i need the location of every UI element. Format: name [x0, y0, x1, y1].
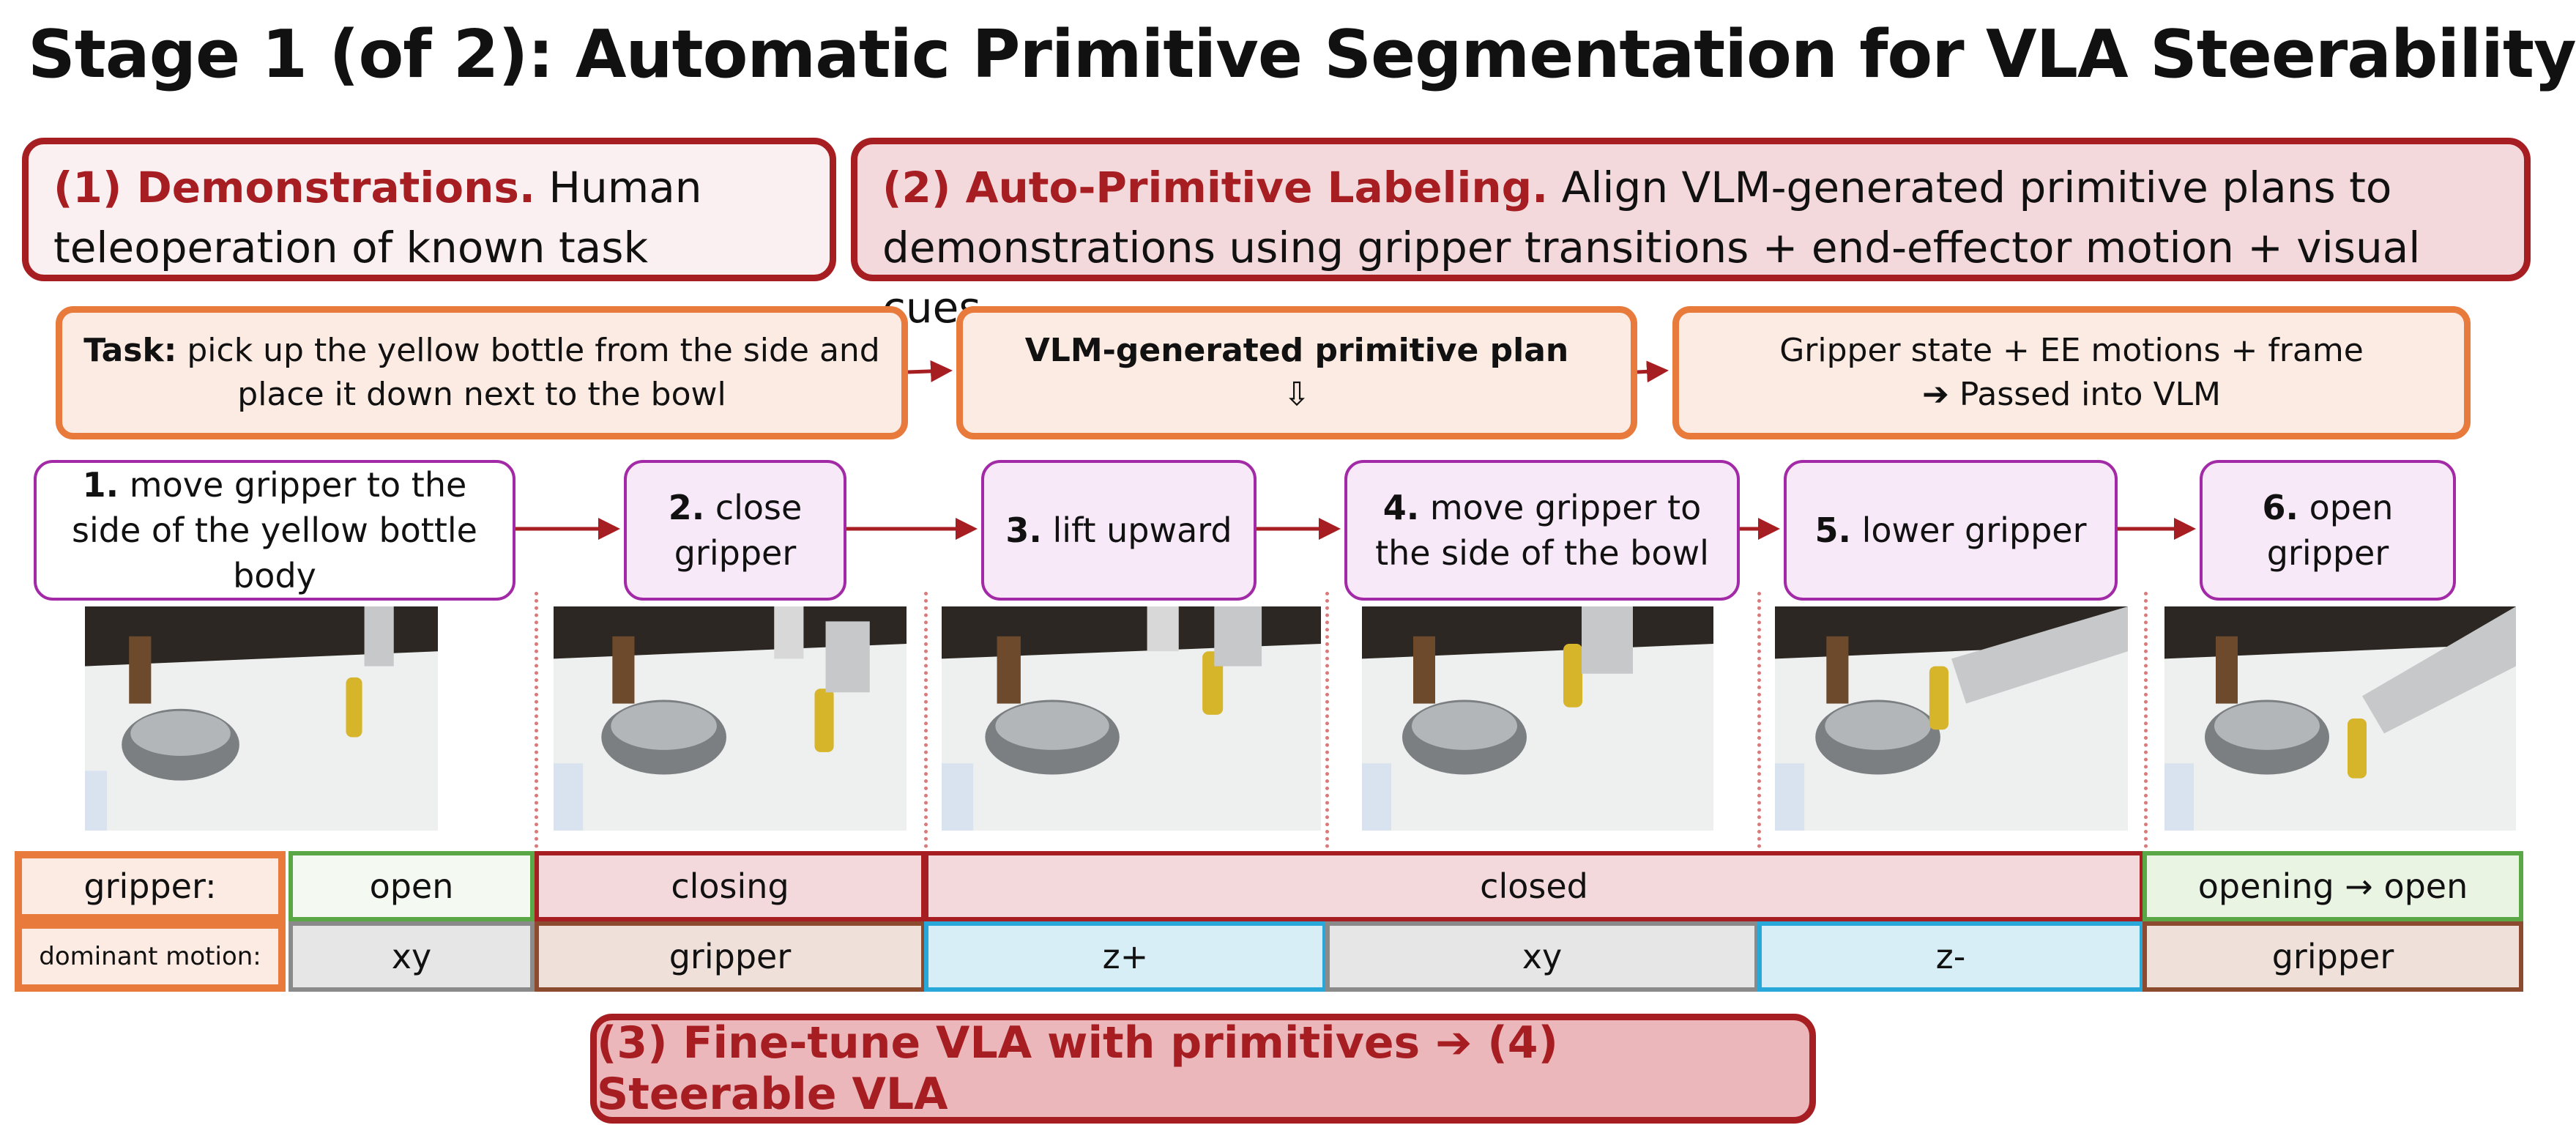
vlm-plan-box: VLM-generated primitive plan ⇩: [956, 306, 1637, 439]
gripper-cell-closing: closing: [535, 851, 926, 921]
primitive-step-5: 5. lower gripper: [1784, 460, 2118, 601]
gripper-row-label-text: gripper:: [83, 866, 217, 906]
gripper-cell-closed-text: closed: [1480, 866, 1588, 906]
primitive-step-6-text: open gripper: [2266, 488, 2394, 573]
frame-6-image: [2164, 606, 2516, 831]
frame-2-image: [554, 606, 907, 831]
divider-2: [924, 592, 928, 848]
gripper-cell-closing-text: closing: [671, 866, 789, 906]
task-text: pick up the yellow bottle from the side …: [187, 332, 880, 413]
primitive-step-2-text: close gripper: [674, 488, 803, 573]
primitive-step-5-text: lower gripper: [1861, 511, 2087, 550]
task-box: Task: pick up the yellow bottle from the…: [56, 306, 908, 439]
primitive-step-3-number: 3.: [1005, 511, 1042, 550]
gripper-state-box: Gripper state + EE motions + frame ➔ Pas…: [1672, 306, 2471, 439]
gripper-cell-opening-text: opening → open: [2197, 866, 2468, 906]
primitive-step-4-text: move gripper to the side of the bowl: [1375, 488, 1709, 573]
gripper-state-line2: ➔ Passed into VLM: [1921, 376, 2222, 413]
motion-cell-xy-1: xy: [289, 921, 535, 992]
demonstrations-box: (1) Demonstrations. Human teleoperation …: [22, 138, 836, 281]
frame-5-image: [1775, 606, 2128, 831]
motion-cell-xy-1-text: xy: [391, 937, 432, 976]
frame-4-image: [1362, 606, 1713, 831]
motion-cell-zplus: z+: [924, 921, 1327, 992]
primitive-step-3-text: lift upward: [1052, 511, 1232, 550]
auto-labeling-label: (2) Auto-Primitive Labeling.: [882, 163, 1549, 212]
gripper-cell-opening: opening → open: [2143, 851, 2523, 921]
gripper-cell-open-text: open: [369, 866, 454, 906]
gripper-row-label: gripper:: [15, 851, 286, 921]
motion-cell-zminus-text: z-: [1935, 937, 1966, 976]
primitive-step-6-number: 6.: [2262, 488, 2299, 527]
primitive-step-4: 4. move gripper to the side of the bowl: [1344, 460, 1740, 601]
frame-3-image: [942, 606, 1321, 831]
motion-cell-zminus: z-: [1757, 921, 2144, 992]
gripper-cell-closed: closed: [924, 851, 2144, 921]
motion-cell-xy-2-text: xy: [1522, 937, 1563, 976]
motion-cell-gripper-2: gripper: [2143, 921, 2523, 992]
task-label: Task:: [83, 332, 177, 369]
motion-cell-gripper-2-text: gripper: [2271, 937, 2394, 976]
divider-1: [535, 592, 538, 848]
motion-cell-gripper-1-text: gripper: [669, 937, 792, 976]
primitive-step-1-text: move gripper to the side of the yellow b…: [72, 465, 477, 595]
gripper-cell-open: open: [289, 851, 535, 921]
motion-row-label-text: dominant motion:: [39, 942, 261, 971]
finetune-text: (3) Fine-tune VLA with primitives ➔ (4) …: [597, 1017, 1558, 1120]
primitive-step-2: 2. close gripper: [624, 460, 846, 601]
motion-cell-zplus-text: z+: [1102, 937, 1149, 976]
motion-cell-gripper-1: gripper: [535, 921, 926, 992]
primitive-step-1: 1. move gripper to the side of the yello…: [34, 460, 515, 601]
demonstrations-text: Human teleoperation of known task: [53, 163, 702, 272]
demonstrations-label: (1) Demonstrations.: [53, 163, 535, 212]
frame-1-image: [85, 606, 438, 831]
divider-5: [2144, 592, 2148, 848]
arrow-task-to-plan: [907, 360, 953, 382]
motion-cell-xy-2: xy: [1325, 921, 1759, 992]
divider-3: [1325, 592, 1329, 848]
primitive-step-3: 3. lift upward: [981, 460, 1257, 601]
finetune-box: (3) Fine-tune VLA with primitives ➔ (4) …: [590, 1014, 1816, 1124]
auto-labeling-box: (2) Auto-Primitive Labeling. Align VLM-g…: [851, 138, 2531, 333]
page-title: Stage 1 (of 2): Automatic Primitive Segm…: [28, 16, 2576, 93]
motion-row-label: dominant motion:: [15, 921, 286, 992]
primitive-step-1-number: 1.: [82, 465, 119, 505]
primitive-step-4-number: 4.: [1382, 488, 1420, 527]
divider-4: [1757, 592, 1761, 848]
primitive-step-2-number: 2.: [668, 488, 705, 527]
primitive-step-5-number: 5.: [1814, 511, 1851, 550]
gripper-state-line1: Gripper state + EE motions + frame: [1779, 332, 2364, 369]
primitive-step-6: 6. open gripper: [2200, 460, 2456, 601]
arrow-plan-to-gripper: [1637, 360, 1669, 383]
down-arrow-icon: ⇩: [1283, 376, 1311, 413]
vlm-plan-title: VLM-generated primitive plan: [1024, 332, 1569, 369]
